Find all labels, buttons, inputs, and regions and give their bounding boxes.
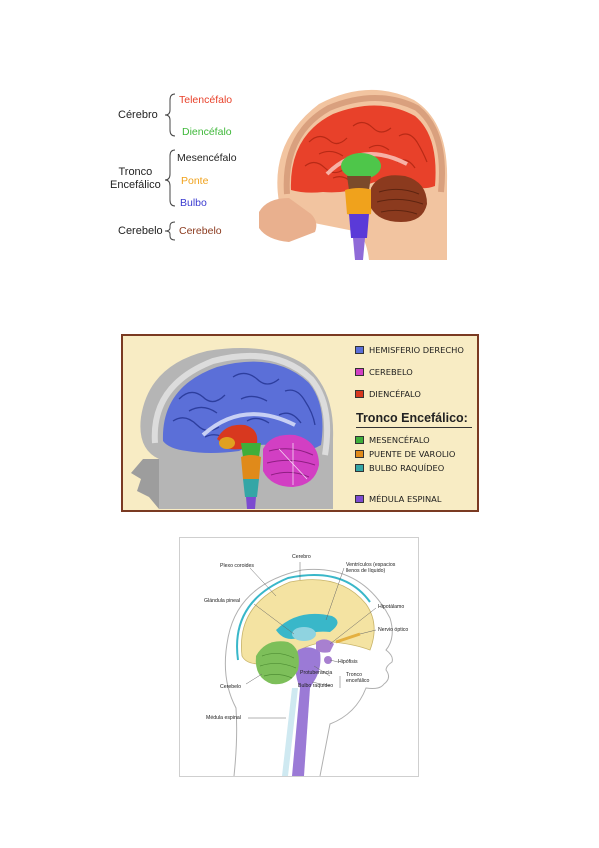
legend-swatch [355, 464, 364, 472]
legend-label: CEREBELO [369, 367, 413, 377]
brain-illustration-3 [224, 562, 393, 776]
label-cerebro: Cerebro [292, 554, 311, 560]
tronco-heading-underline [356, 427, 472, 428]
label-protuberancia: Protuberancia [300, 670, 333, 676]
legend-label: DIENCÉFALO [369, 389, 421, 399]
label-bulbo-raquideo: Bulbo raquídeo [298, 683, 334, 689]
label-glandula-pineal: Glándula pineal [204, 598, 241, 604]
part-label-cerebelo: Cerebelo [179, 225, 222, 237]
tronco-heading: Tronco Encefálico: [356, 411, 468, 425]
legend-label: PUENTE DE VAROLIO [369, 449, 456, 459]
part-label-diencefalo: Diencéfalo [182, 126, 232, 138]
group-label-tronco-line2: Encefálico [110, 179, 161, 191]
legend-item-mesencefalo: MESENCÉFALO [355, 435, 430, 445]
brain-diagram-2: HEMISFERIO DERECHO CEREBELO DIENCÉFALO T… [121, 334, 479, 512]
group-label-cerebro: Cérebro [118, 109, 158, 121]
group-label-cerebelo: Cerebelo [118, 225, 163, 237]
grouping-braces [164, 93, 176, 241]
label-plexo-coroides: Plexo coroides [220, 563, 255, 569]
part-label-mesencefalo: Mesencéfalo [177, 152, 237, 164]
brain-diagram-1: Cérebro Tronco Encefálico Cerebelo Telen… [104, 82, 464, 262]
label-hipofisis: Hipófisis [338, 659, 358, 665]
group-label-tronco: Tronco Encefálico [110, 166, 161, 192]
part-label-ponte: Ponte [181, 175, 209, 187]
label-cerebelo: Cerebelo [220, 684, 242, 690]
group-label-tronco-line1: Tronco [118, 166, 153, 178]
label-nervio-optico: Nervio óptico [378, 627, 409, 633]
legend-label: MÉDULA ESPINAL [369, 494, 442, 504]
legend-swatch [355, 436, 364, 444]
legend-swatch [355, 450, 364, 458]
label-tronco-encefalico: Tronco encefálico [346, 672, 370, 684]
label-hipotalamo: Hipotálamo [378, 604, 405, 610]
legend-label: HEMISFERIO DERECHO [369, 345, 464, 355]
brain-illustration-1 [259, 89, 448, 261]
legend-item-hemisferio: HEMISFERIO DERECHO [355, 345, 464, 355]
label-medula-espinal: Médula espinal [206, 715, 241, 721]
legend-swatch [355, 390, 364, 398]
brain-diagram-3: Cerebro Plexo coroides Ventrículos (espa… [179, 537, 419, 777]
part-label-bulbo: Bulbo [180, 197, 207, 209]
legend-swatch [355, 368, 364, 376]
label-ventriculos: Ventrículos (espacios llenos de líquido) [346, 562, 396, 574]
legend-label: MESENCÉFALO [369, 435, 430, 445]
brain-illustration-2 [131, 348, 334, 509]
legend-swatch [355, 346, 364, 354]
legend-item-medula: MÉDULA ESPINAL [355, 494, 441, 504]
legend-item-bulbo: BULBO RAQUÍDEO [355, 463, 444, 473]
legend-label: BULBO RAQUÍDEO [369, 463, 445, 473]
part-label-telencefalo: Telencéfalo [179, 94, 233, 106]
legend-swatch [355, 495, 364, 503]
legend-item-diencefalo: DIENCÉFALO [355, 389, 421, 399]
legend-item-puente: PUENTE DE VAROLIO [355, 449, 455, 459]
legend-item-cerebelo: CEREBELO [355, 367, 413, 377]
